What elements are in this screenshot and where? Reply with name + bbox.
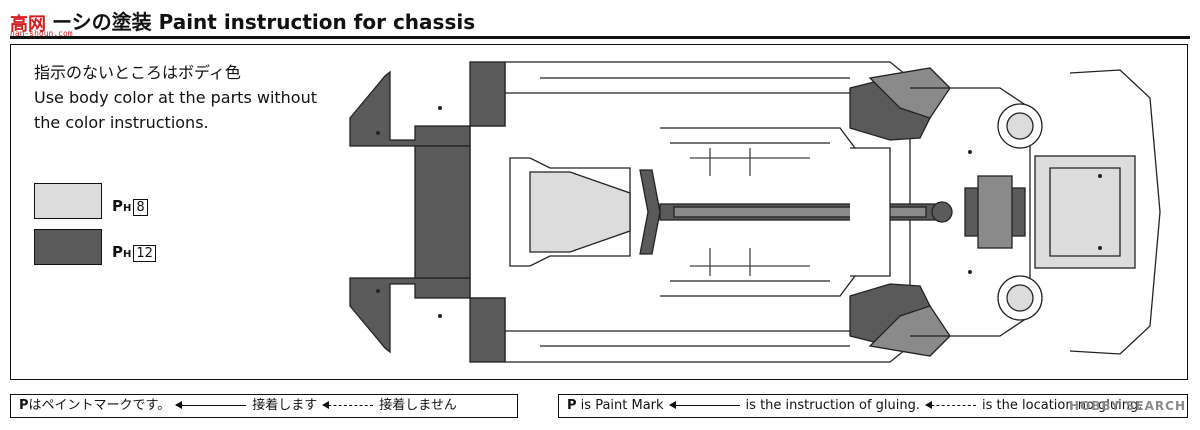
oil-pan [1034, 155, 1136, 269]
logo-site-url: nan-shoun.com [10, 29, 73, 38]
swatch-dark-gray [34, 229, 102, 265]
dashed-arrow-icon [925, 401, 977, 409]
solid-arrow-icon [668, 401, 740, 409]
note-en-2: the color instructions. [34, 113, 209, 132]
front-bumper [1069, 69, 1161, 355]
note-jp: 指示のないところはボディ色 [34, 63, 241, 82]
dashed-arrow-icon [322, 401, 374, 409]
watermark: HOBBY SEARCH [1069, 399, 1186, 413]
page-title: 高网 ーシの塗装 Paint instruction for chassis [10, 6, 475, 35]
site-logo: 高网 [10, 13, 46, 35]
title-jp: ーシの塗装 [52, 10, 152, 34]
chassis-diagram [349, 61, 1161, 363]
title-en: Paint instruction for chassis [158, 10, 476, 34]
rear-bumper-bottom [349, 277, 471, 354]
swatch-light-gray [34, 183, 102, 219]
body-color-note: 指示のないところはボディ色 Use body color at the part… [34, 60, 344, 135]
rear-bumper-top [349, 70, 471, 147]
solid-arrow-icon [175, 401, 247, 409]
legend-jp: Pはペイントマークです。接着します接着しません [10, 394, 518, 418]
note-en-1: Use body color at the parts without [34, 88, 318, 107]
instruction-panel [10, 44, 1188, 380]
title-rule [10, 36, 1190, 39]
rear-panel [414, 145, 471, 279]
